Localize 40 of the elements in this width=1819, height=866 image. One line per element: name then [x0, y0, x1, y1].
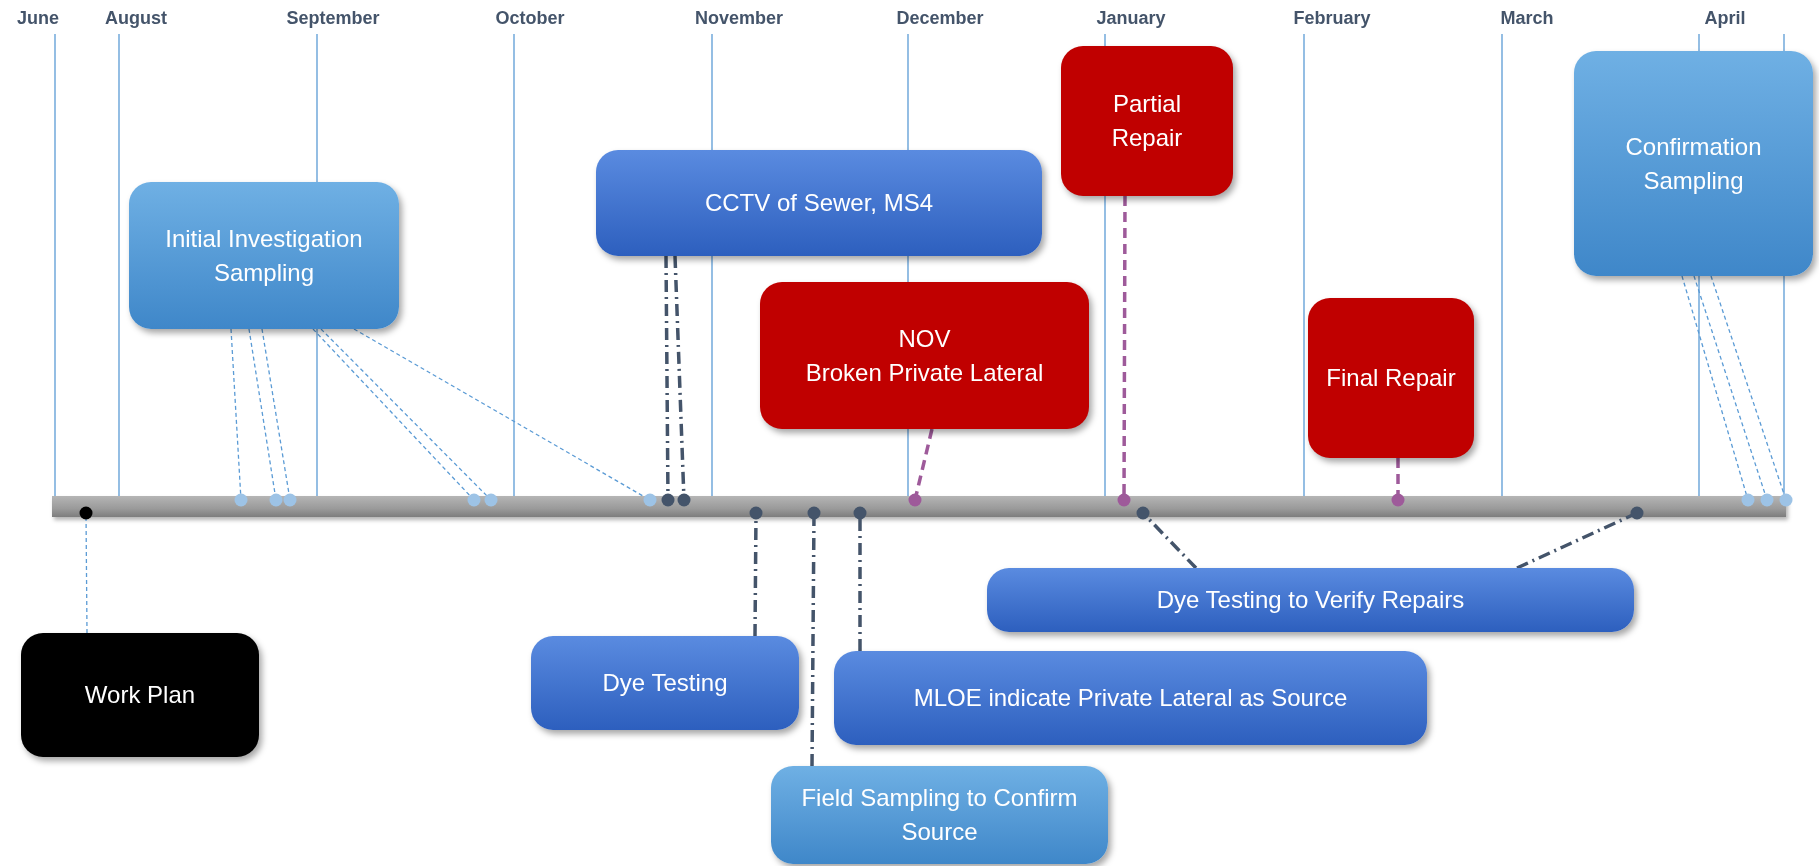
leader-line: [661, 256, 675, 507]
milestone-box: NOV Broken Private Lateral: [760, 282, 1089, 429]
leader-line: [353, 328, 657, 507]
leader-line: [749, 506, 763, 636]
activity-box: Dye Testing to Verify Repairs: [987, 568, 1634, 632]
month-label: November: [695, 8, 783, 29]
activity-box: MLOE indicate Private Lateral as Source: [834, 651, 1427, 745]
leader-line: [1516, 506, 1644, 570]
month-label: February: [1293, 8, 1371, 29]
month-label: March: [1500, 8, 1554, 29]
leader-line: [1391, 458, 1405, 507]
month-label: December: [896, 8, 984, 29]
leader-line: [1136, 506, 1198, 570]
month-label: January: [1096, 8, 1166, 29]
activity-box: Dye Testing: [531, 636, 799, 730]
month-label: August: [105, 8, 167, 29]
activity-box: CCTV of Sewer, MS4: [596, 150, 1042, 256]
sampling-box: Field Sampling to Confirm Source: [771, 766, 1108, 864]
leader-line: [261, 328, 297, 507]
leader-line: [79, 506, 93, 634]
month-label: September: [286, 8, 380, 29]
month-label: June: [17, 8, 59, 29]
leader-line: [807, 506, 821, 766]
leader-line: [1681, 275, 1755, 507]
milestone-box: Final Repair: [1308, 298, 1474, 458]
leader-line: [1693, 275, 1774, 507]
sampling-box: Confirmation Sampling: [1574, 51, 1813, 276]
leader-line: [853, 506, 867, 651]
leader-line: [908, 428, 934, 507]
start-box: Work Plan: [21, 633, 259, 757]
timeline-bar: [52, 496, 1786, 517]
leader-line: [1117, 196, 1131, 507]
month-label: October: [495, 8, 565, 29]
leader-line: [673, 255, 691, 507]
leader-line: [1710, 275, 1793, 507]
leader-line: [230, 328, 248, 507]
sampling-box: Initial Investigation Sampling: [129, 182, 399, 329]
month-label: April: [1704, 8, 1746, 29]
leader-line: [248, 328, 283, 507]
milestone-box: Partial Repair: [1061, 46, 1233, 196]
